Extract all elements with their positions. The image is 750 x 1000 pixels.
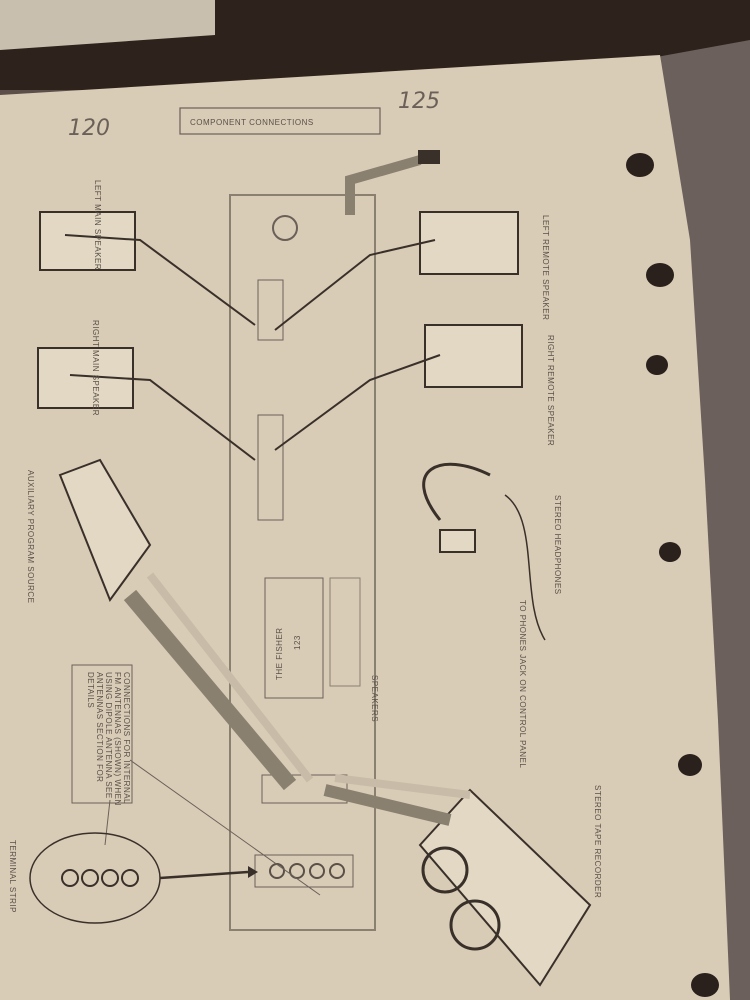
detail-arrow bbox=[159, 870, 249, 880]
headphones-label: STEREO HEADPHONES bbox=[553, 495, 562, 595]
model-plate bbox=[264, 577, 324, 699]
right-main-speaker-label: RIGHT MAIN SPEAKER bbox=[91, 320, 100, 416]
speakers-label: SPEAKERS bbox=[370, 675, 379, 722]
handwritten-note-125: 125 bbox=[398, 89, 440, 114]
note-leader-line bbox=[104, 799, 111, 846]
antenna-note-box bbox=[71, 664, 133, 804]
left-remote-speaker-label: LEFT REMOTE SPEAKER bbox=[541, 215, 550, 320]
aux-cable bbox=[123, 589, 297, 791]
receiver-brand: THE FISHER bbox=[275, 627, 284, 680]
serial-plate bbox=[329, 577, 361, 687]
page-title: COMPONENT CONNECTIONS bbox=[190, 118, 314, 127]
phones-jack-label: TO PHONES JACK ON CONTROL PANEL bbox=[518, 600, 527, 768]
power-fuse bbox=[272, 215, 298, 241]
arrow-head-icon bbox=[248, 866, 258, 878]
note-leader-line-2 bbox=[129, 759, 321, 896]
main-speaker-terminals bbox=[257, 414, 284, 521]
left-main-speaker bbox=[39, 211, 136, 271]
antenna-note: CONNECTIONS FOR INTERNALFM ANTENNAS (SHO… bbox=[86, 672, 131, 806]
remote-speaker-terminals bbox=[257, 279, 284, 341]
auxiliary-source-label: AUXILIARY PROGRAM SOURCE bbox=[26, 470, 35, 604]
binder-holes bbox=[626, 153, 719, 997]
handwritten-note-120: 120 bbox=[68, 116, 110, 141]
antenna-note-line: ANTENNAS SECTION FOR bbox=[95, 672, 104, 782]
headphone-earcup bbox=[439, 529, 476, 553]
right-remote-speaker bbox=[424, 324, 523, 388]
tape-reel-2 bbox=[449, 899, 501, 951]
antenna-note-line: FM ANTENNAS (SHOWN) WHEN bbox=[113, 672, 122, 806]
tape-cable bbox=[323, 784, 452, 826]
headphone-cord bbox=[504, 494, 546, 641]
speaker-wires bbox=[64, 234, 441, 461]
aux-cable-2 bbox=[146, 572, 314, 783]
headphones bbox=[422, 462, 491, 521]
antenna-note-line: CONNECTIONS FOR INTERNAL bbox=[122, 672, 131, 804]
antenna-note-line: DETAILS bbox=[86, 672, 95, 708]
antenna-cable bbox=[345, 155, 422, 215]
antenna-note-line: USING DIPOLE ANTENNA SEE bbox=[104, 672, 113, 799]
tape-cable-2 bbox=[334, 774, 471, 799]
left-remote-speaker bbox=[419, 211, 519, 275]
antenna-plug bbox=[418, 150, 440, 164]
title-box bbox=[179, 107, 381, 135]
terminal-strip-label: TERMINAL STRIP bbox=[8, 840, 17, 913]
tape-reel-1 bbox=[421, 846, 469, 894]
tape-recorder-label: STEREO TAPE RECORDER bbox=[593, 785, 602, 898]
receiver-model: 123 bbox=[293, 635, 302, 650]
left-main-speaker-label: LEFT MAIN SPEAKER bbox=[93, 180, 102, 270]
receiver-chassis bbox=[229, 194, 376, 931]
manual-page bbox=[0, 55, 730, 1000]
right-main-speaker bbox=[37, 347, 134, 409]
right-remote-speaker-label: RIGHT REMOTE SPEAKER bbox=[546, 335, 555, 446]
detail-screws bbox=[61, 869, 139, 887]
other-page-corner bbox=[0, 0, 215, 50]
auxiliary-source-box bbox=[58, 458, 152, 603]
tape-recorder bbox=[418, 788, 592, 987]
